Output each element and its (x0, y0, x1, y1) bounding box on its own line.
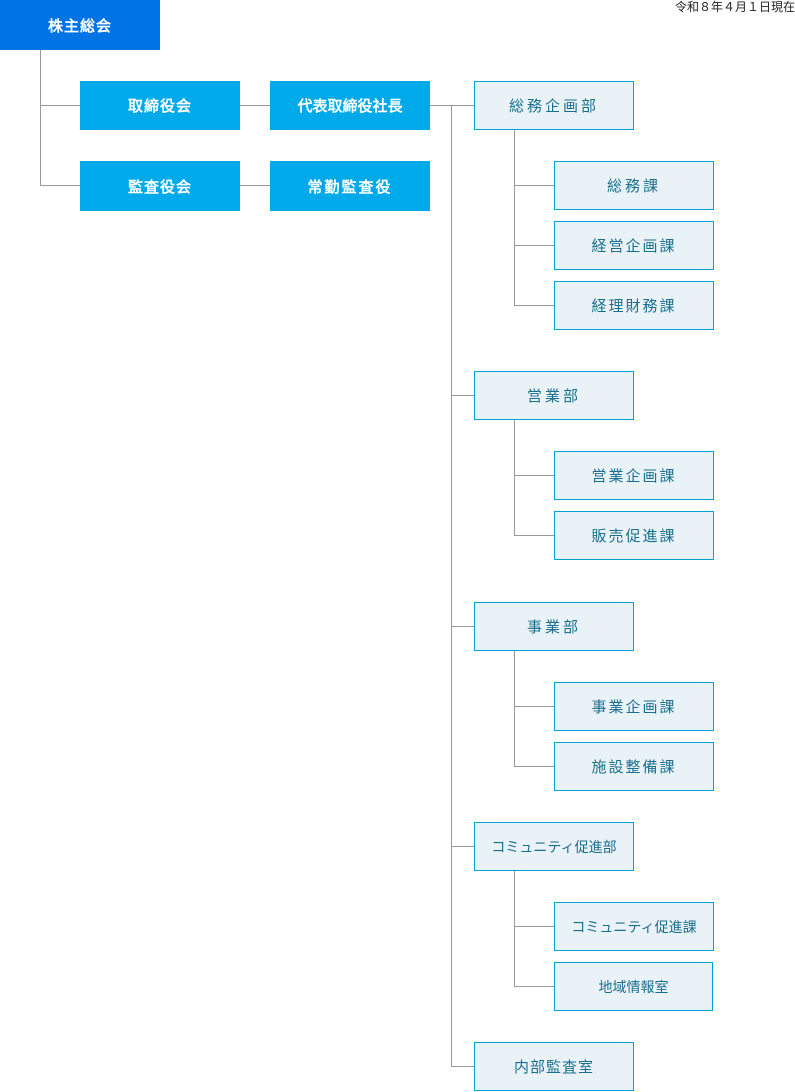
connector-dept-trunk (451, 105, 452, 1067)
section-regional-information: 地域情報室 (554, 962, 713, 1011)
section-sales-promotion: 販売促進課 (554, 511, 714, 560)
connector-section-trunk-0 (514, 130, 515, 306)
connector-section-trunk-1 (514, 420, 515, 536)
section-business-planning: 事業企画課 (554, 682, 714, 731)
president-box: 代表取締役社長 (270, 81, 430, 130)
connector-root-audit (40, 185, 80, 186)
section-facility-maintenance: 施設整備課 (554, 742, 714, 791)
connector-dept-2 (451, 626, 474, 627)
dept-internal-audit: 内部監査室 (474, 1042, 634, 1091)
audit-board-box: 監査役会 (80, 161, 240, 211)
connector-section-0-1 (514, 245, 554, 246)
connector-board-president (240, 105, 270, 106)
connector-section-3-1 (514, 986, 554, 987)
board-of-directors-box: 取締役会 (80, 81, 240, 130)
connector-dept-1 (451, 395, 474, 396)
dept-sales: 営業部 (474, 371, 634, 420)
as-of-date: 令和８年４月１日現在 (674, 0, 795, 14)
standing-auditor-box: 常勤監査役 (270, 161, 430, 211)
shareholders-meeting-box: 株主総会 (0, 0, 160, 50)
connector-section-0-2 (514, 305, 554, 306)
section-accounting-finance: 経理財務課 (554, 281, 714, 330)
section-management-planning: 経営企画課 (554, 221, 714, 270)
connector-section-2-0 (514, 706, 554, 707)
connector-section-trunk-2 (514, 651, 515, 767)
connector-president-out (430, 105, 474, 106)
connector-dept-4 (451, 1066, 474, 1067)
connector-section-1-1 (514, 535, 554, 536)
dept-community-promotion: コミュニティ促進部 (474, 822, 634, 871)
connector-section-0-0 (514, 185, 554, 186)
dept-general-affairs-planning: 総務企画部 (474, 81, 634, 130)
section-general-affairs: 総務課 (554, 161, 714, 210)
connector-section-trunk-3 (514, 871, 515, 987)
connector-section-1-0 (514, 475, 554, 476)
dept-business: 事業部 (474, 602, 634, 651)
section-sales-planning: 営業企画課 (554, 451, 714, 500)
connector-root-trunk (40, 50, 41, 186)
connector-root-board (40, 105, 80, 106)
connector-audit-auditor (240, 185, 270, 186)
connector-dept-3 (451, 846, 474, 847)
connector-section-3-0 (514, 926, 554, 927)
connector-section-2-1 (514, 766, 554, 767)
section-community-promotion: コミュニティ促進課 (554, 902, 714, 951)
